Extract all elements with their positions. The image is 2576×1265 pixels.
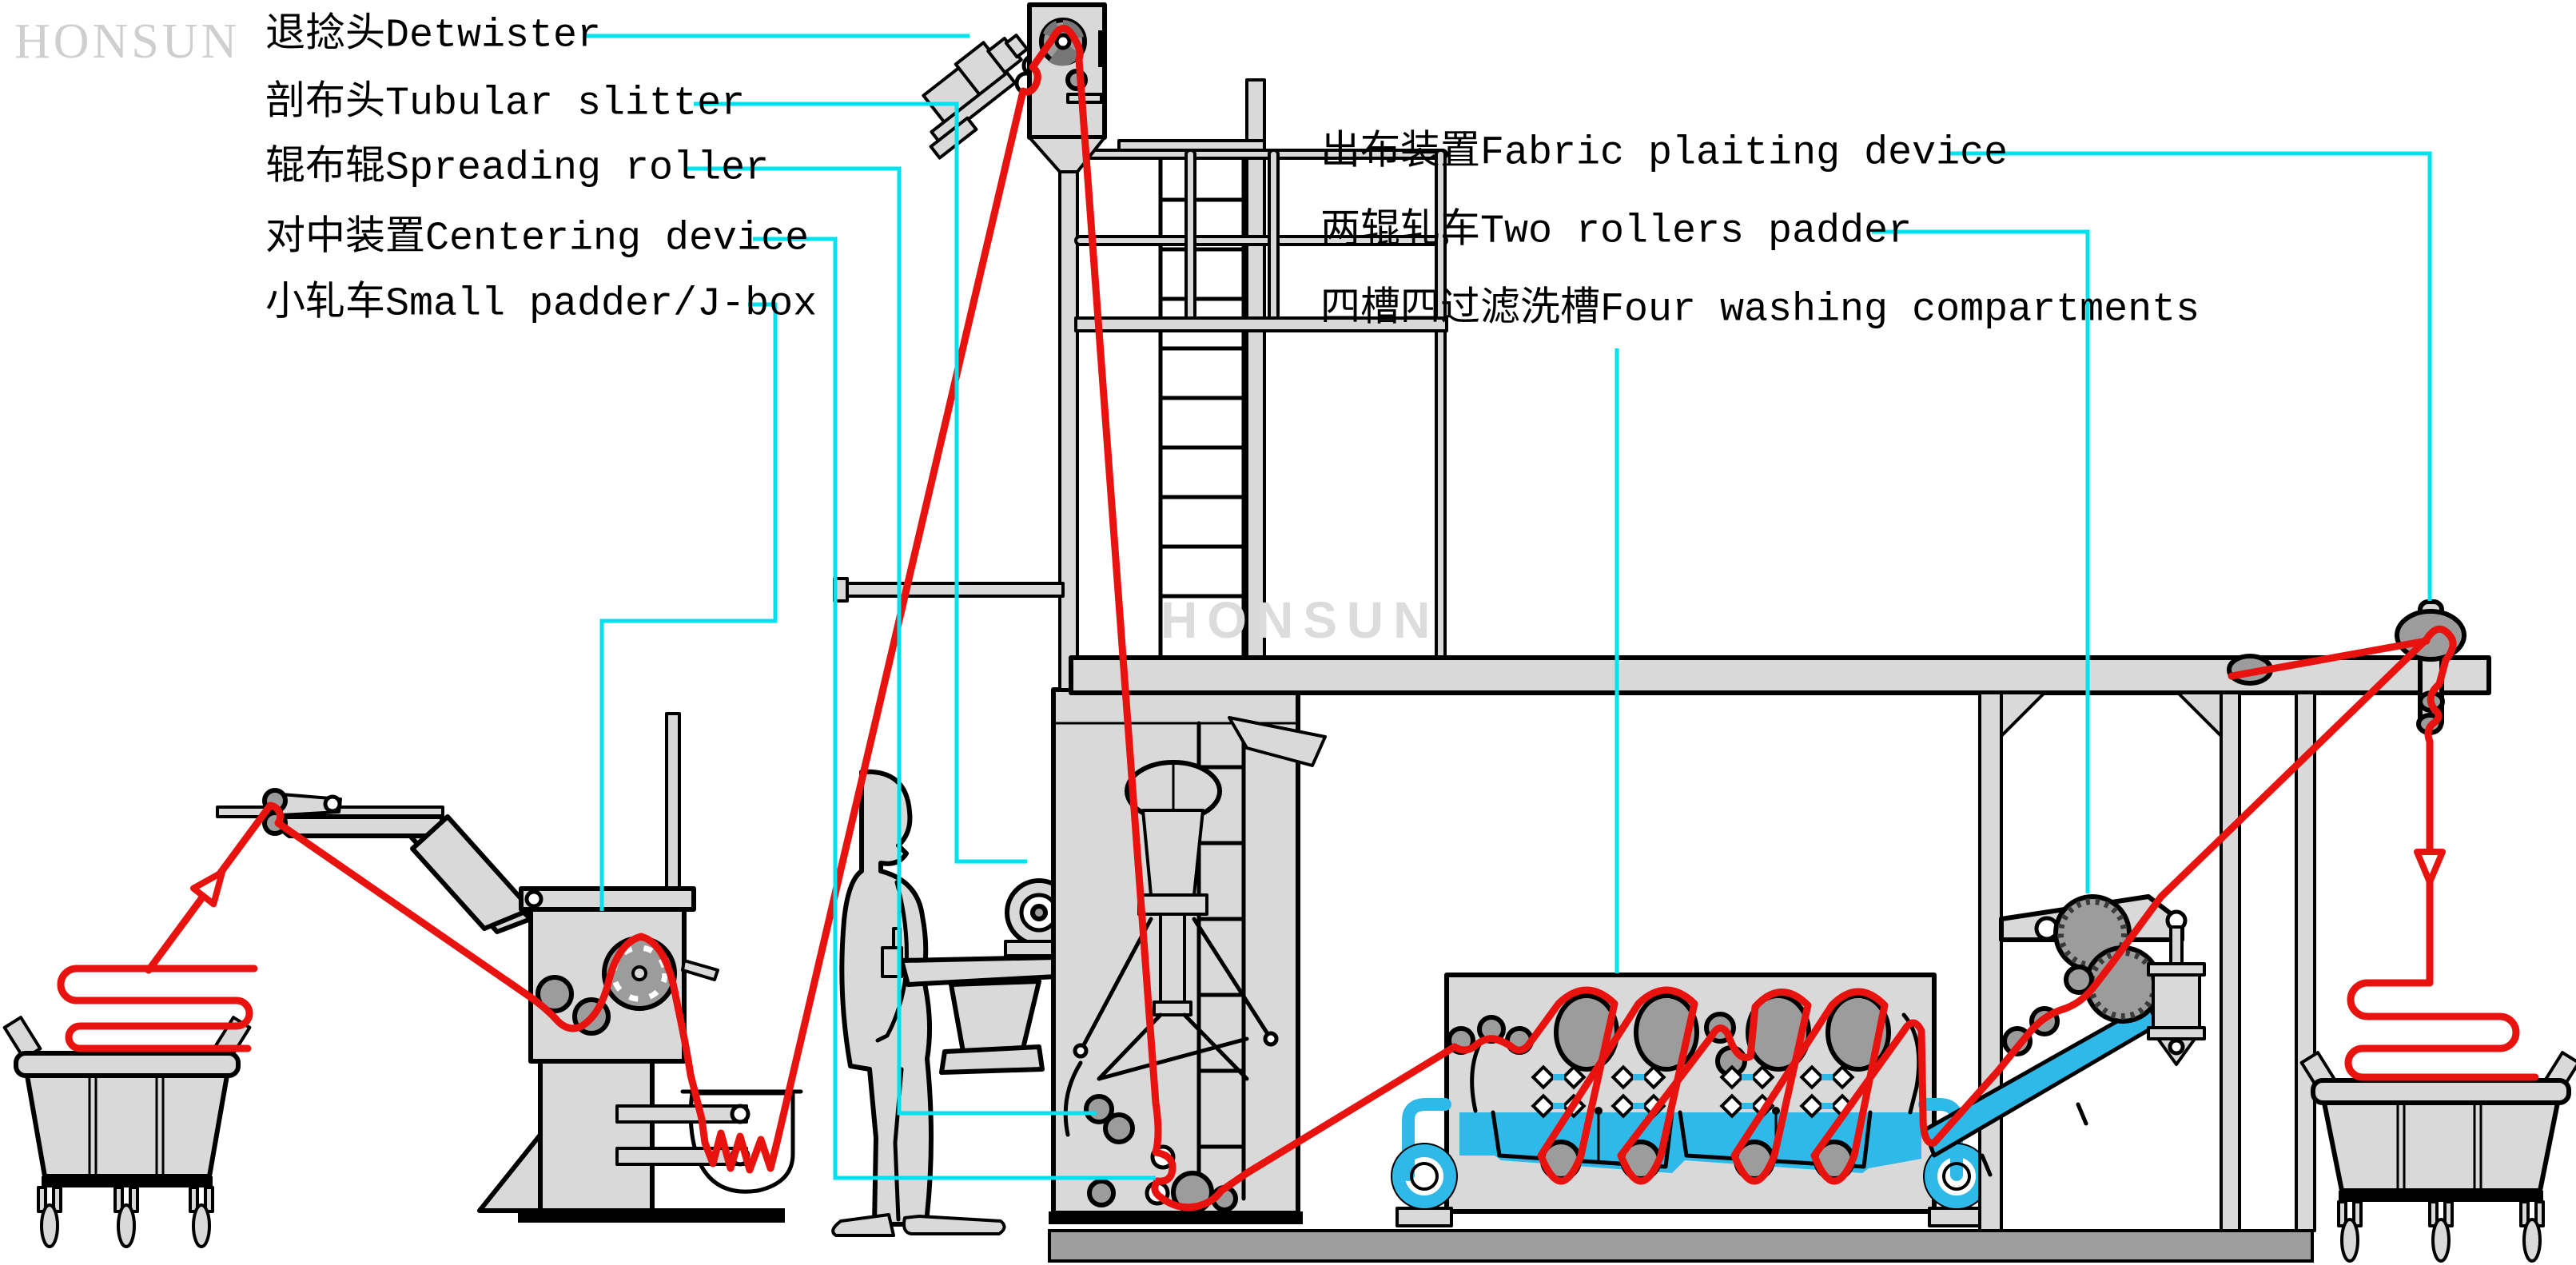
small-padder-jbox xyxy=(410,712,803,1223)
leader-centering-device xyxy=(753,237,1156,1180)
leader-small-padder xyxy=(599,302,778,911)
leader-lines xyxy=(585,34,2432,1180)
slitter-side-table xyxy=(881,878,1074,1075)
left-fabric-trolley xyxy=(2,1016,252,1248)
honsun-logo: HONSUN xyxy=(14,14,240,69)
label-spreading-roller: 辊布辊Spreading roller xyxy=(265,145,769,192)
honsun-watermark: HONSUN xyxy=(1161,591,1439,649)
operator-figure xyxy=(831,769,1006,1237)
label-detwister: 退捻头Detwister xyxy=(265,12,601,59)
fabric-direction-arrow-right xyxy=(2417,852,2443,882)
leader-spreading-roller xyxy=(687,166,1097,1116)
leader-plaiting-device xyxy=(1950,151,2432,601)
labels-left: 退捻头Detwister 剖布头Tubular slitter 辊布辊Sprea… xyxy=(265,12,817,328)
label-four-washing-compartments: 四槽四过滤洗槽Four washing compartments xyxy=(1320,286,2200,333)
leader-tubular-slitter xyxy=(694,101,1027,864)
tower-lower-box xyxy=(1049,687,1327,1224)
tower-upper-frame xyxy=(833,78,1448,691)
circulation-pump-left xyxy=(1391,1098,1458,1227)
label-tubular-slitter: 剖布头Tubular slitter xyxy=(265,80,745,127)
label-two-rollers-padder: 两辊轧车Two rollers padder xyxy=(1320,208,1912,255)
floor xyxy=(1048,1229,2314,1263)
label-fabric-plaiting-device: 出布装置Fabric plaiting device xyxy=(1320,129,2008,177)
labels-right: 出布装置Fabric plaiting device 两辊轧车Two rolle… xyxy=(1320,129,2200,333)
label-centering-device: 对中装置Centering device xyxy=(265,215,809,262)
two-rollers-padder xyxy=(1922,691,2316,1232)
label-small-padder-jbox: 小轧车Small padder/J-box xyxy=(265,280,817,328)
leader-two-rollers-padder xyxy=(1872,229,2090,893)
right-fabric-trolley xyxy=(2299,1051,2576,1263)
fabric-path xyxy=(57,25,2539,1211)
detwister-head xyxy=(922,2,1107,173)
